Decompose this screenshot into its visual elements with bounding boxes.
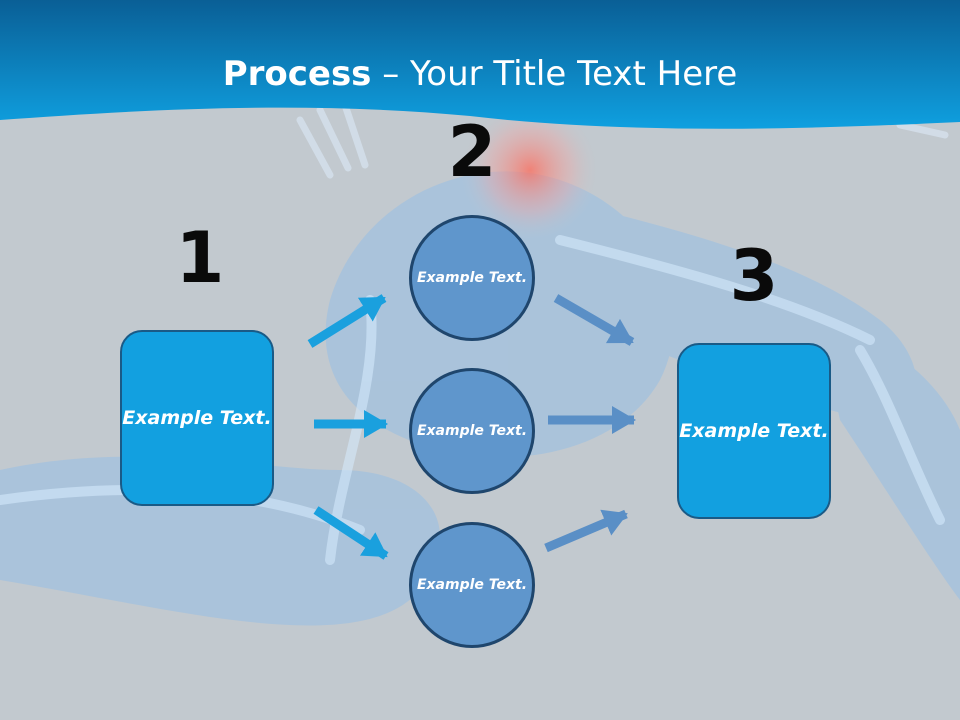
arrow-2-bottom-to-3 [544,509,628,553]
step-1-box: Example Text. [120,330,274,506]
title-bold-part: Process [222,54,372,94]
step-2-circle-top-label: Example Text. [416,269,528,286]
step-2-circle-bottom-label: Example Text. [416,576,528,593]
arrow-1-to-2-top [307,294,387,348]
step-3-label: Example Text. [679,419,829,442]
step-number-3: 3 [729,235,779,317]
step-number-2: 2 [447,111,497,193]
arrow-1-to-2-bottom [313,506,389,560]
arrow-2-top-to-3 [553,294,635,346]
step-3-box: Example Text. [677,343,831,519]
step-2-circle-top: Example Text. [409,215,535,341]
step-1-label: Example Text. [122,406,272,429]
title-rest-part: – Your Title Text Here [371,54,738,94]
step-number-1: 1 [175,217,225,299]
step-2-circle-middle: Example Text. [409,368,535,494]
step-2-circle-bottom: Example Text. [409,522,535,648]
step-2-circle-middle-label: Example Text. [416,422,528,439]
slide-title: Process – Your Title Text Here [0,52,960,96]
